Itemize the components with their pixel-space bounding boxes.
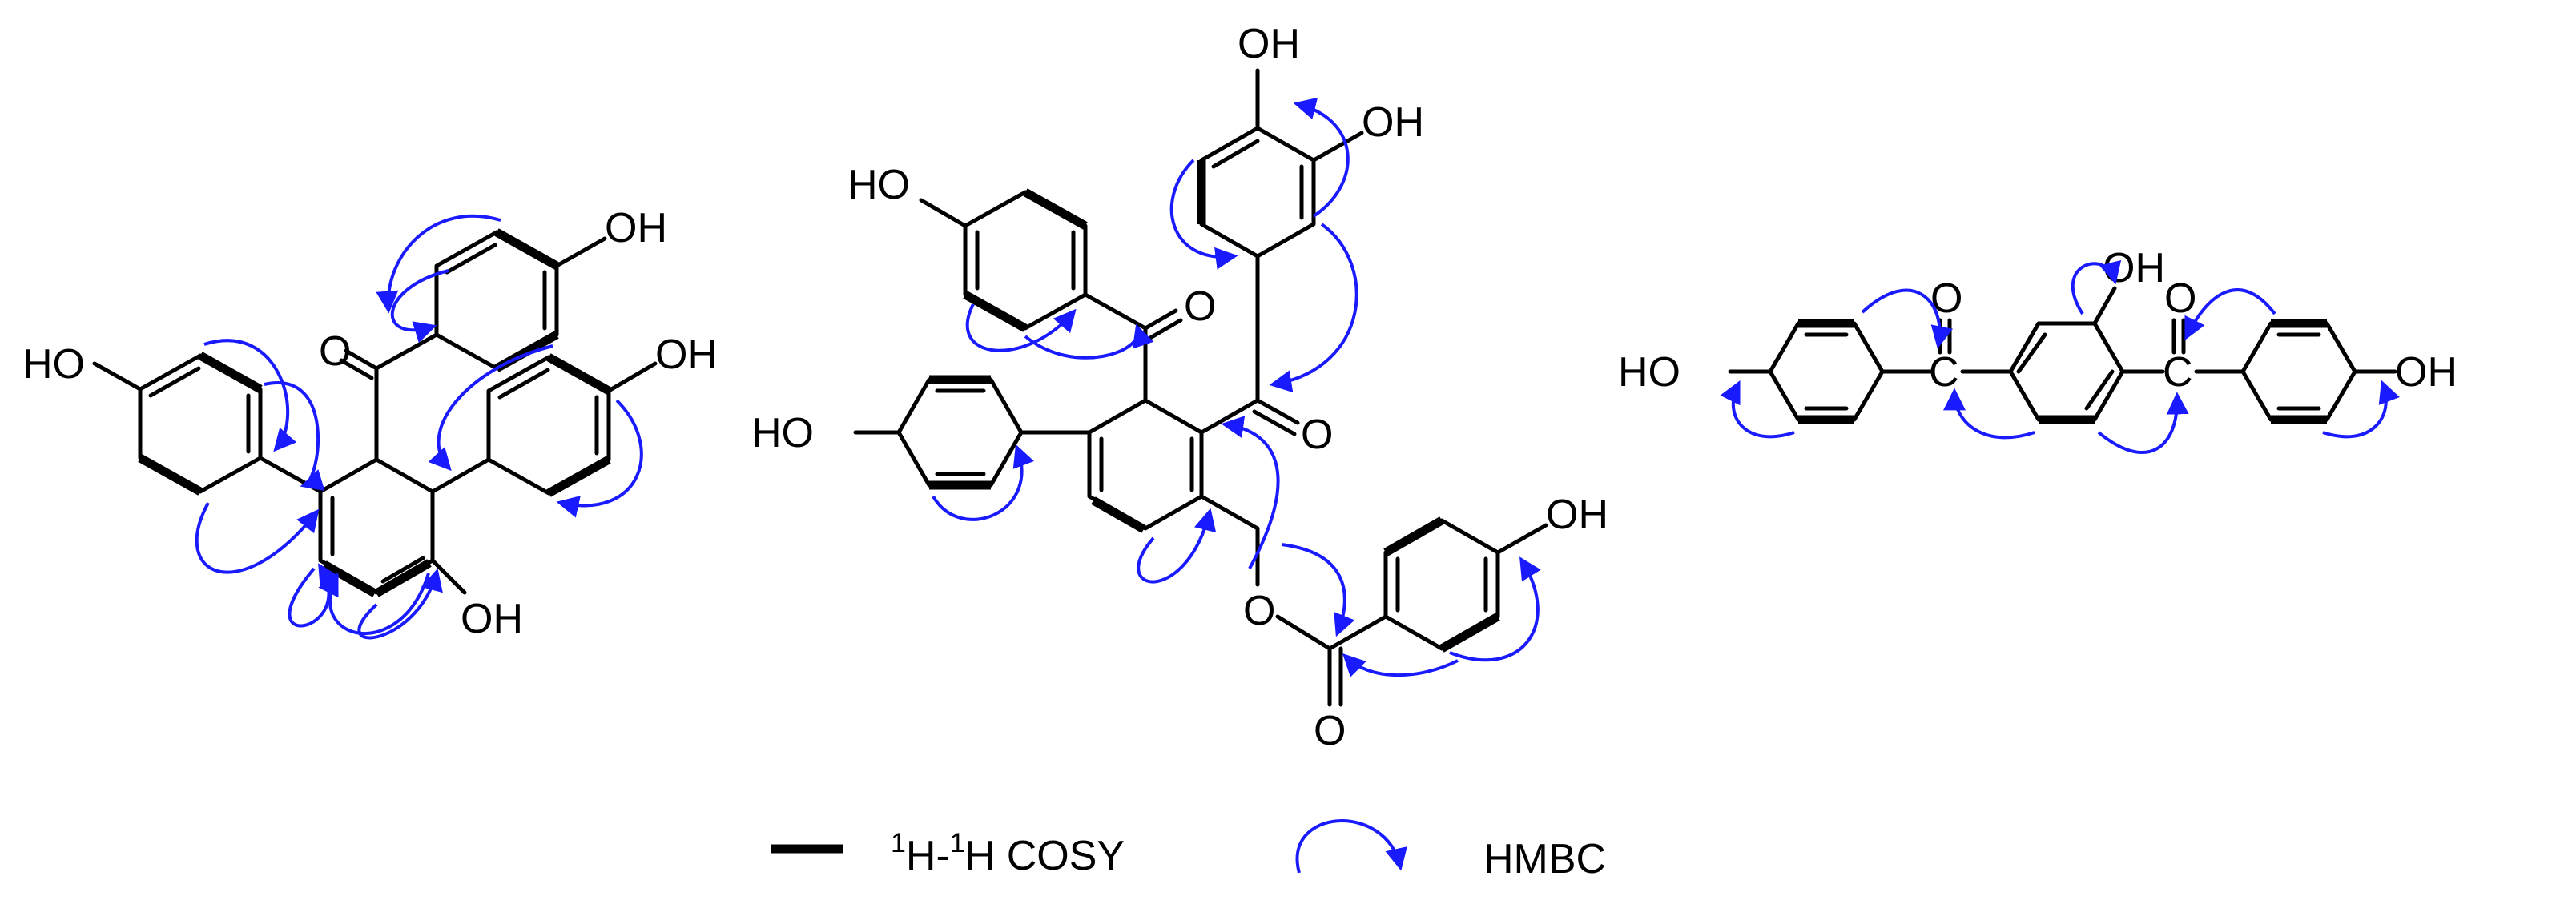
c2-oh-top2-label: OH xyxy=(1362,99,1424,146)
c2-top-right-ring xyxy=(1197,126,1316,259)
c1-cosy-bond-2 xyxy=(374,559,432,597)
c2-oh-top1-label: OH xyxy=(1238,21,1300,67)
c2-o-ketone2-label: O xyxy=(1301,412,1333,458)
legend: 1H-1H COSY HMBC xyxy=(771,819,1606,882)
c3-o-right-label: O xyxy=(2164,275,2196,322)
c1-hmbc-arrows xyxy=(195,214,643,640)
c2-o-ester-dbl-label: O xyxy=(1314,708,1346,754)
c1-oh-left-label: HO xyxy=(22,341,85,388)
c3-center-ring xyxy=(2008,321,2125,424)
c1-right-ring xyxy=(486,353,611,497)
compound-2: O HO O OH OH xyxy=(751,21,1608,754)
c1-oh-bottom-label: OH xyxy=(461,596,523,642)
c3-oh-right-label: OH xyxy=(2395,349,2457,396)
c3-c-left-label: C xyxy=(1929,349,1959,396)
c2-left-ring xyxy=(896,375,1024,490)
c3-right-ring xyxy=(2240,319,2357,424)
c2-oh-ester-label: OH xyxy=(1546,492,1608,538)
c2-ester-ring xyxy=(1383,516,1500,653)
c2-central-ring xyxy=(1087,398,1204,533)
c2-hmbc-arrows xyxy=(932,97,1541,677)
c3-left-ring xyxy=(1768,319,1885,424)
c2-o-ester-label: O xyxy=(1243,588,1275,634)
c2-oh-left-mid-label: HO xyxy=(751,410,814,456)
legend-hmbc-swatch xyxy=(1295,819,1407,874)
c1-top-ring xyxy=(434,228,559,372)
compound-3: HO C O OH C O OH xyxy=(1618,245,2457,455)
c3-oh-top-label: OH xyxy=(2103,245,2165,291)
compound-1: O OH HO OH xyxy=(22,205,718,642)
c1-carbonyl-o-label: O xyxy=(319,328,351,375)
c1-oh-right-label: OH xyxy=(655,331,718,378)
c3-c-right-label: C xyxy=(2163,349,2193,396)
c2-o-ketone1-label: O xyxy=(1184,283,1216,330)
c1-central-ring xyxy=(318,457,435,597)
c3-o-left-label: O xyxy=(1930,275,1962,322)
c2-top-left-ring xyxy=(963,188,1088,332)
c3-hmbc-arrows xyxy=(1720,259,2400,455)
legend-hmbc-label: HMBC xyxy=(1483,836,1606,882)
legend-cosy-label: 1H-1H COSY xyxy=(891,828,1125,879)
c3-oh-left-label: HO xyxy=(1618,349,1680,396)
c1-left-ring xyxy=(138,352,263,496)
c1-oh-top-label: OH xyxy=(605,205,667,251)
c2-oh-left-top-label: HO xyxy=(847,162,910,208)
